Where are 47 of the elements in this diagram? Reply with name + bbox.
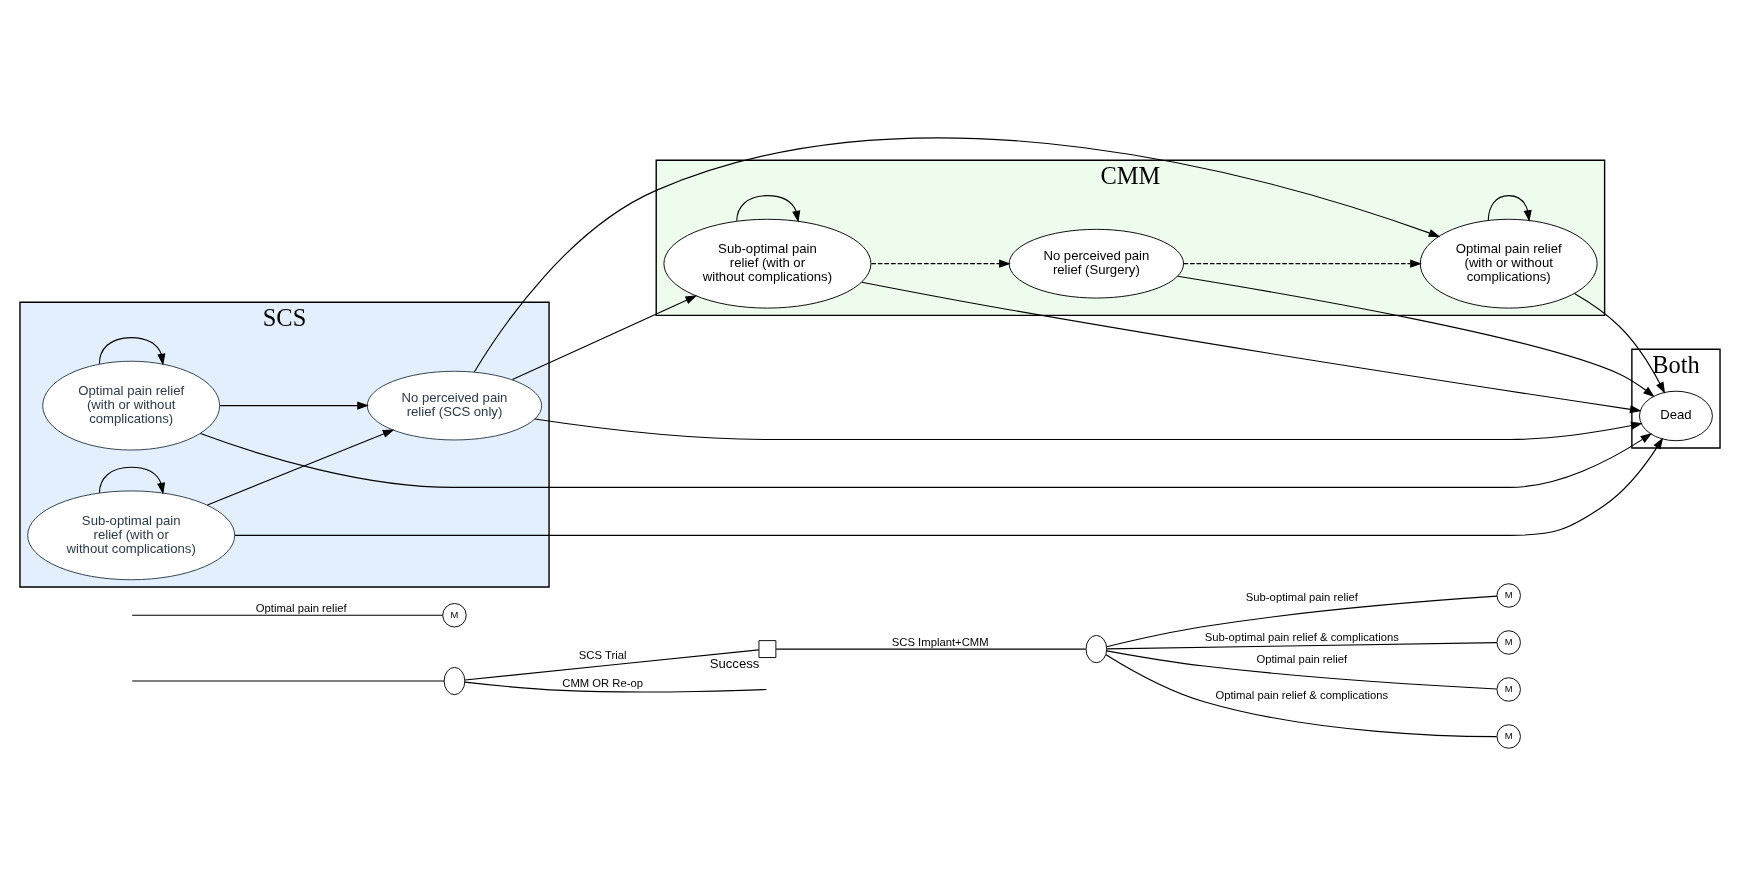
arrow — [1487, 194, 1532, 222]
arrow — [861, 281, 1642, 413]
node-circle: M — [1496, 582, 1521, 608]
arrow — [219, 401, 369, 410]
node-ellipse: Optimal pain relief (with or without complications) — [42, 360, 221, 450]
connector — [131, 679, 445, 682]
arrow — [1183, 259, 1422, 268]
edge-label: SCS Implant+CMM — [891, 635, 989, 648]
node-ellipse: Sub-optimal pain relief (with or without complications) — [27, 489, 236, 580]
node-circle: M — [442, 602, 467, 627]
arrow — [98, 466, 166, 494]
node-ellipse: Sub-optimal pain relief (with or without complications) — [663, 218, 872, 309]
node-circle: M — [1496, 723, 1521, 749]
arrow — [870, 259, 1011, 268]
connector — [1106, 595, 1498, 647]
edge-label: SCS Trial — [578, 648, 627, 661]
connector — [1105, 653, 1498, 737]
arrow — [234, 437, 1664, 536]
node-circle — [443, 666, 466, 695]
node-ellipse: No perceived pain relief (Surgery) — [1008, 228, 1184, 298]
connector — [1106, 641, 1498, 649]
edge-label: Sub-optimal pain relief & complications — [1204, 630, 1399, 643]
edge-label: Optimal pain relief — [255, 601, 347, 614]
arrow — [206, 428, 395, 505]
node-circle: M — [1496, 629, 1521, 655]
node-box — [758, 639, 777, 658]
connector — [775, 648, 1087, 650]
node-circle — [1085, 634, 1108, 663]
arrow — [98, 336, 166, 365]
edge-label: Optimal pain relief — [1256, 652, 1348, 665]
arrow — [534, 417, 1643, 440]
edge-label: Sub-optimal pain relief — [1245, 590, 1358, 603]
node-ellipse: Optimal pain relief (with or without complications) — [1419, 218, 1598, 309]
arrow — [736, 194, 801, 222]
connector — [464, 648, 760, 681]
arrow — [199, 432, 1653, 488]
arrow — [1177, 275, 1655, 397]
arrow — [1573, 292, 1666, 394]
node-circle: M — [1496, 676, 1521, 702]
arrow — [473, 136, 1441, 372]
connector — [131, 614, 444, 616]
edge-label: CMM OR Re-op — [562, 676, 644, 689]
connector — [1106, 649, 1498, 690]
connector — [464, 681, 767, 693]
node-label: Success — [709, 655, 760, 671]
edge-label: Optimal pain relief & complications — [1215, 688, 1389, 701]
arrow — [511, 294, 698, 380]
